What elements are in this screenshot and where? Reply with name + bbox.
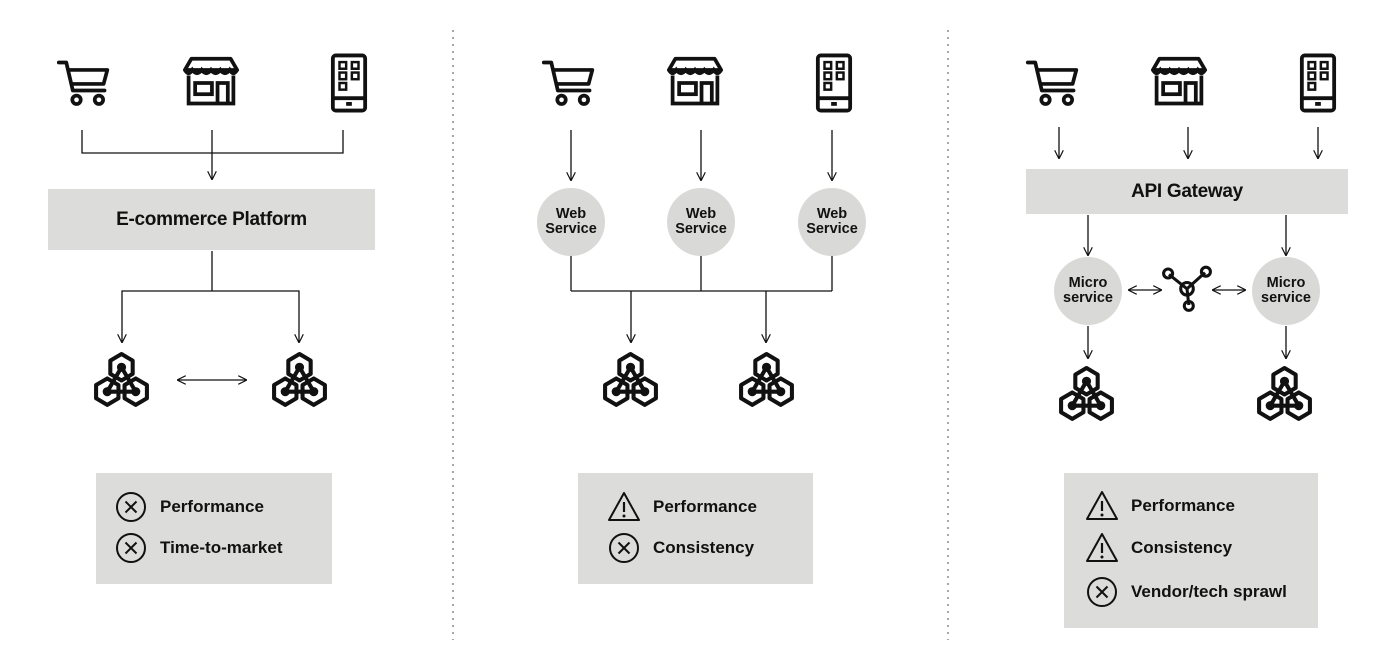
mobile-app-icon [815, 53, 853, 113]
x-circle-icon [607, 532, 641, 564]
x-circle-icon [114, 491, 148, 523]
legend-box: Performance Consistency Vendor/tech spra… [1064, 473, 1318, 628]
legend-item: Vendor/tech sprawl [1085, 576, 1287, 608]
mobile-app-icon [330, 53, 368, 113]
shopping-cart-icon [541, 60, 595, 106]
legend-label: Performance [160, 497, 264, 516]
database-cluster-icon [1259, 368, 1310, 419]
legend-item: Performance [114, 491, 264, 523]
warning-triangle-icon [607, 491, 641, 523]
legend-item: Consistency [607, 532, 754, 564]
legend-box: Performance Time-to-market [96, 473, 332, 584]
legend-box: Performance Consistency [578, 473, 813, 584]
legend-item: Time-to-market [114, 532, 283, 564]
legend-item: Performance [607, 491, 757, 523]
database-cluster-icon [96, 354, 147, 405]
shopping-cart-icon [1025, 60, 1079, 106]
legend-item: Performance [1085, 490, 1235, 522]
shopping-cart-icon [56, 60, 110, 106]
database-cluster-icon [274, 354, 325, 405]
storefront-icon [1150, 56, 1208, 106]
storefront-icon [666, 56, 724, 106]
database-cluster-icon [741, 354, 792, 405]
mobile-app-icon [1299, 53, 1337, 113]
legend-label: Performance [653, 497, 757, 516]
database-cluster-icon [1061, 368, 1112, 419]
storefront-icon [182, 56, 240, 106]
ecommerce-platform-box: E-commerce Platform [48, 189, 375, 250]
x-circle-icon [1085, 576, 1119, 608]
api-gateway-box: API Gateway [1026, 169, 1348, 214]
legend-label: Performance [1131, 496, 1235, 515]
service-hub-icon [1162, 265, 1212, 312]
x-circle-icon [114, 532, 148, 564]
legend-item: Consistency [1085, 532, 1232, 564]
legend-label: Consistency [653, 538, 755, 557]
legend-label: Time-to-market [160, 538, 283, 557]
warning-triangle-icon [1085, 532, 1119, 564]
legend-label: Vendor/tech sprawl [1131, 582, 1287, 601]
legend-label: Consistency [1131, 538, 1233, 557]
database-cluster-icon [605, 354, 656, 405]
warning-triangle-icon [1085, 490, 1119, 522]
